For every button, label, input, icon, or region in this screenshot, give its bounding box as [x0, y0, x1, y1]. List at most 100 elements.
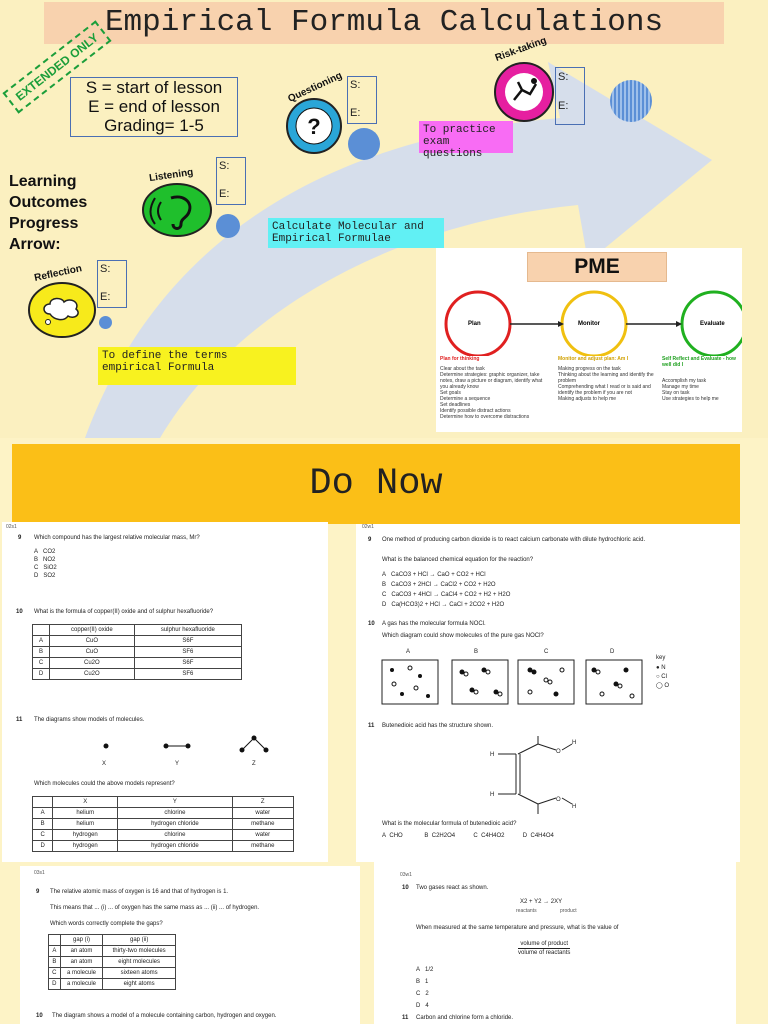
ring-dot-icon: ◯	[656, 683, 663, 689]
table-cell: hydrogen	[52, 829, 119, 841]
stage-monitor: Monitor	[578, 321, 600, 327]
option-letter: A	[34, 549, 39, 555]
listening-badge: Listening	[141, 167, 213, 238]
table-cell: water	[231, 829, 295, 841]
exam-paper-02s1: 02s1 9 Which compound has the largest re…	[2, 522, 328, 862]
questioning-score-box[interactable]: S: E:	[347, 76, 377, 124]
option-letter: B	[424, 833, 429, 839]
model-label: Y	[175, 761, 180, 767]
diagram-label: D	[610, 649, 615, 655]
question-number: 11	[368, 723, 375, 729]
progress-dot	[348, 128, 380, 160]
table-cell: a molecule	[59, 967, 104, 979]
option-letter: D	[382, 602, 387, 608]
progress-dot	[99, 316, 112, 329]
question-number: 10	[36, 1013, 43, 1019]
option-text: 1	[425, 979, 429, 985]
list-item: Making adjusts to help me	[558, 396, 617, 402]
do-now-slide: Do Now 02s1 9 Which compound has the lar…	[0, 438, 768, 1024]
legend-line-end: E = end of lesson	[88, 97, 220, 116]
progress-dot	[216, 214, 240, 238]
list-item: Making progress on the task	[558, 366, 621, 372]
question-number: 9	[36, 889, 40, 895]
table-cell: chlorine	[117, 807, 233, 819]
table-cell: helium	[52, 818, 119, 830]
list-item: Stay on task	[662, 390, 690, 396]
option-letter: A	[382, 572, 387, 578]
diagram-label: B	[474, 649, 479, 655]
table-cell: B	[31, 818, 54, 830]
grading-legend: S = start of lesson E = end of lesson Gr…	[70, 77, 238, 137]
table-cell: A	[32, 635, 50, 647]
table-cell: S6F	[133, 635, 243, 647]
table-cell: methane	[231, 818, 295, 830]
risk-taking-score-box[interactable]: S: E:	[555, 67, 585, 125]
answer-options: A CaCO3 + HCl → CaO + CO2 + HCl B CaCO3 …	[382, 570, 510, 610]
list-item: Determine how to overcome distractions	[440, 414, 530, 420]
reflection-score-box[interactable]: S: E:	[97, 260, 127, 308]
end-label: E:	[350, 107, 361, 119]
question-text: Which diagram could show molecules of th…	[382, 633, 544, 639]
evaluate-list: Accomplish my task Manage my time Stay o…	[662, 378, 740, 402]
option-text: C4H4O2	[481, 833, 505, 839]
pme-flow	[444, 290, 742, 356]
table-cell: D	[48, 978, 61, 990]
option-letter: B	[416, 979, 421, 985]
progress-dot	[610, 80, 652, 122]
svg-text:?: ?	[307, 114, 320, 139]
table-cell: A	[48, 945, 61, 957]
end-label: E:	[100, 291, 111, 303]
table-cell: thirty-two molecules	[102, 945, 176, 957]
questioning-badge: ? Questioning	[284, 70, 344, 154]
lesson-slide: Empirical Formula Calculations EXTENDED …	[0, 0, 768, 438]
stage-evaluate: Evaluate	[700, 321, 725, 327]
list-item: Set deadlines	[440, 402, 471, 408]
progress-arrow	[85, 62, 712, 438]
start-label: S:	[100, 263, 111, 275]
start-label: S:	[219, 160, 230, 172]
list-item: Determine strategies: graphic organizer,…	[440, 372, 543, 390]
svg-text:H: H	[490, 752, 494, 758]
question-text: The diagrams show models of molecules.	[34, 717, 145, 723]
table-cell: an atom	[59, 945, 104, 957]
table-cell: an atom	[59, 956, 104, 968]
butenedioic-structure: HH OO HH	[490, 736, 576, 814]
legend-line-grading: Grading= 1-5	[104, 116, 204, 135]
option-text: 4	[425, 1003, 429, 1009]
table-cell: CuO	[48, 635, 135, 647]
question-text: This means that ... (i) ... of oxygen ha…	[50, 905, 260, 911]
list-item: Identify possible distract actions	[440, 408, 511, 414]
table-cell: methane	[231, 840, 295, 852]
option-letter: B	[34, 557, 39, 563]
question-number: 9	[368, 537, 372, 543]
learning-outcomes-label: Learning Outcomes Progress Arrow:	[9, 171, 87, 255]
table-cell: SF6	[133, 646, 243, 658]
table-cell: sixteen atoms	[102, 967, 176, 979]
start-label: S:	[350, 79, 361, 91]
option-letter: C	[382, 592, 387, 598]
list-item: Clear about the task	[440, 366, 485, 372]
question-number: 9	[18, 535, 22, 541]
option-text: C4H4O4	[530, 833, 554, 839]
lo-line: Progress	[9, 215, 79, 232]
thought-bubble-icon	[28, 282, 96, 338]
table-cell: eight molecules	[102, 956, 176, 968]
start-label: S:	[558, 71, 569, 83]
listening-score-box[interactable]: S: E:	[216, 157, 246, 205]
question-number: 11	[16, 717, 23, 723]
option-letter: D	[416, 1003, 421, 1009]
table-cell: helium	[52, 807, 119, 819]
svg-text:O: O	[556, 797, 561, 803]
table-cell: D	[31, 840, 54, 852]
lo-line: Outcomes	[9, 194, 88, 211]
question-text: What is the formula of copper(II) oxide …	[34, 609, 214, 615]
table-cell: hydrogen chloride	[117, 818, 233, 830]
table-cell: C	[48, 967, 61, 979]
